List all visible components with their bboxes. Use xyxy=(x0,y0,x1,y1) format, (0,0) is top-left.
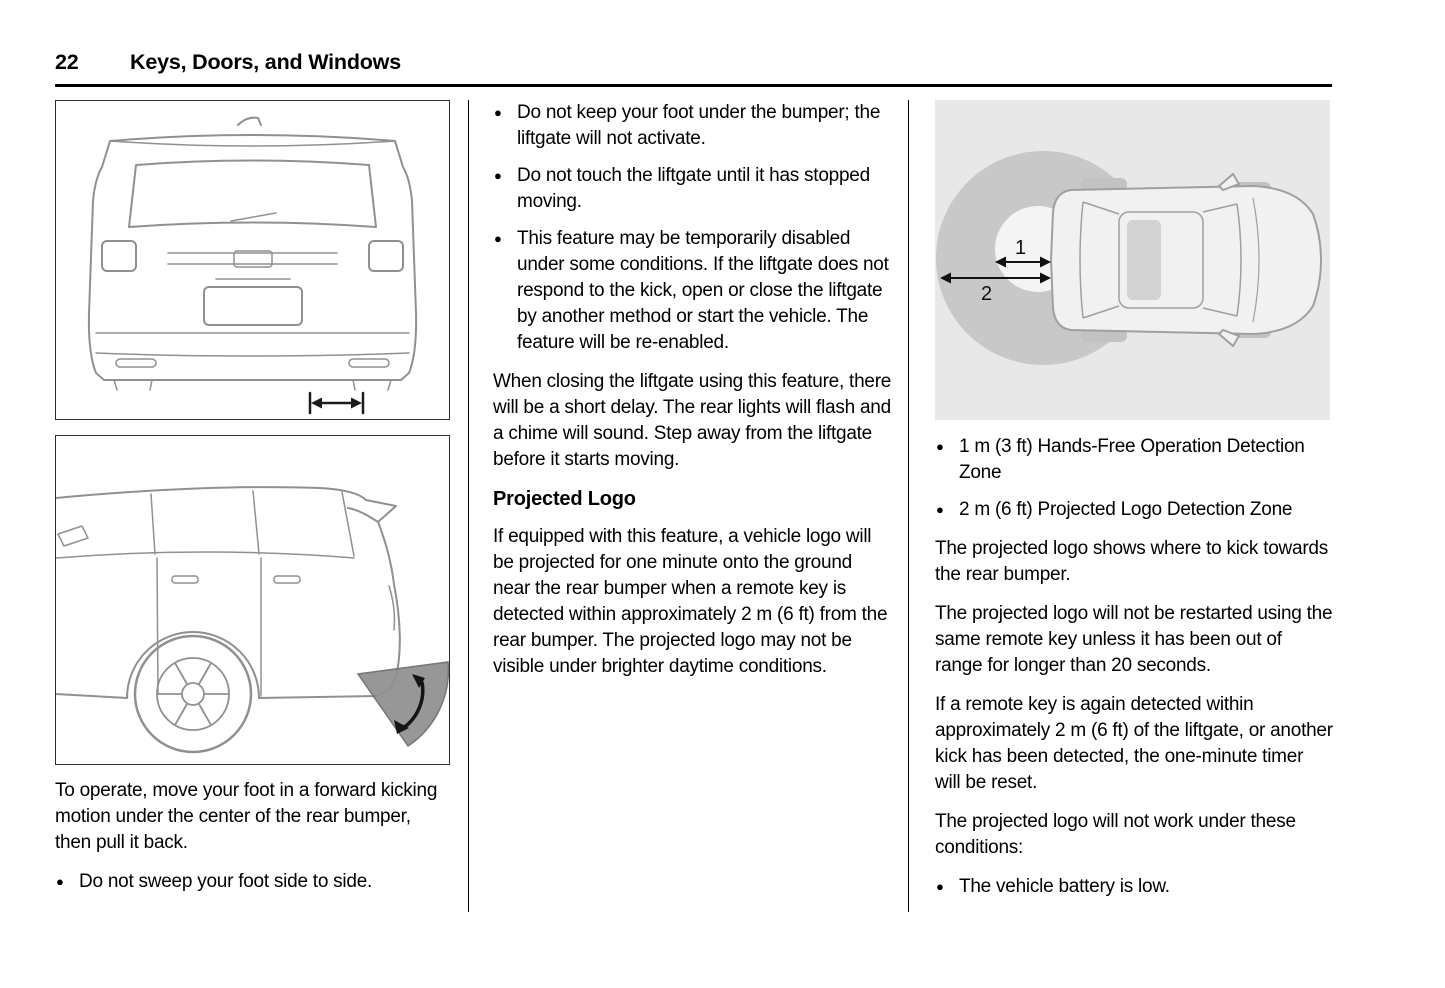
operate-warning-list: Do not sweep your foot side to side. xyxy=(55,869,450,895)
column-divider-left xyxy=(468,100,469,912)
zone-label-2: 2 xyxy=(981,283,992,305)
list-item: 1 m (3 ft) Hands-Free Operation Detectio… xyxy=(935,434,1333,486)
projected-logo-paragraph: If equipped with this feature, a vehicle… xyxy=(493,526,888,677)
list-item: This feature may be temporarily disabled… xyxy=(493,226,893,356)
figure-vehicle-rear-view xyxy=(55,100,450,420)
middle-column: Do not keep your foot under the bumper; … xyxy=(493,100,893,693)
column-divider-right xyxy=(908,100,909,912)
logo-kick-paragraph: The projected logo shows where to kick t… xyxy=(935,538,1328,585)
list-item: The vehicle battery is low. xyxy=(935,874,1333,900)
header-rule xyxy=(55,84,1332,87)
dimension-arrow-1: 1 xyxy=(995,237,1051,268)
suv-side-view-illustration xyxy=(56,486,449,754)
page-number: 22 xyxy=(55,50,79,74)
zone-legend-list: 1 m (3 ft) Hands-Free Operation Detectio… xyxy=(935,434,1333,523)
right-column: 1 2 1 m (3 ft) Hands-Free Operation Dete… xyxy=(935,100,1333,913)
top-view-vehicle xyxy=(1050,173,1322,347)
page-header: 22 Keys, Doors, and Windows xyxy=(55,50,1332,75)
logo-conditions-paragraph: The projected logo will not work under t… xyxy=(935,811,1296,858)
kick-width-arrow-icon xyxy=(308,391,365,415)
operate-paragraph: To operate, move your foot in a forward … xyxy=(55,780,438,853)
suv-rear-view-illustration xyxy=(87,116,418,415)
list-item: 2 m (6 ft) Projected Logo Detection Zone xyxy=(935,497,1333,523)
dimension-arrow-2: 2 xyxy=(940,272,1051,305)
kick-motion-arrow-icon xyxy=(356,661,449,748)
logo-conditions-list: The vehicle battery is low. xyxy=(935,874,1333,900)
list-item: Do not touch the liftgate until it has s… xyxy=(493,163,893,215)
figure-detection-zones-top-view: 1 2 xyxy=(935,100,1330,420)
timer-reset-paragraph: If a remote key is again detected within… xyxy=(935,694,1333,793)
figure-vehicle-side-view xyxy=(55,435,450,765)
logo-restart-paragraph: The projected logo will not be restarted… xyxy=(935,603,1333,676)
chapter-title: Keys, Doors, and Windows xyxy=(130,50,401,74)
vehicle-top-view-illustration: 1 2 xyxy=(935,100,1330,420)
liftgate-warning-list: Do not keep your foot under the bumper; … xyxy=(493,100,893,356)
list-item: Do not sweep your foot side to side. xyxy=(55,869,450,895)
projected-logo-heading: Projected Logo xyxy=(493,488,636,510)
list-item: Do not keep your foot under the bumper; … xyxy=(493,100,893,152)
left-column: To operate, move your foot in a forward … xyxy=(55,100,450,908)
zone-label-1: 1 xyxy=(1015,237,1026,259)
closing-paragraph: When closing the liftgate using this fea… xyxy=(493,371,892,470)
